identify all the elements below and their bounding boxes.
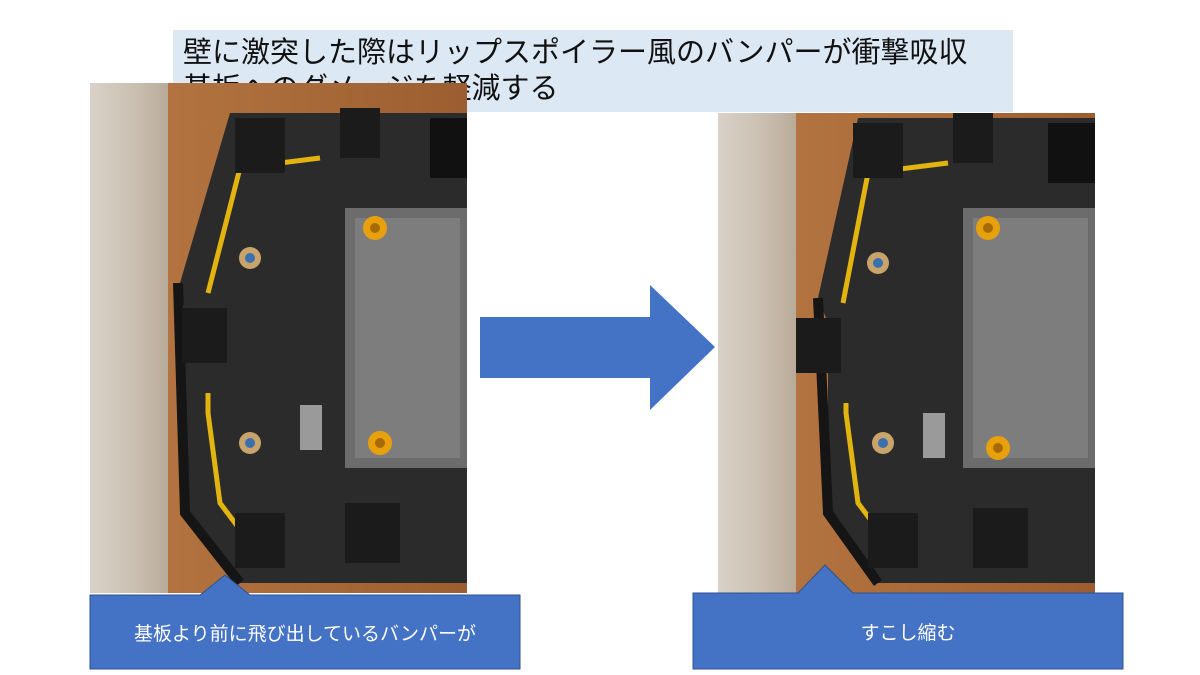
photo-before (90, 83, 467, 593)
callout-before: 基板より前に飛び出しているバンパーが (89, 574, 521, 670)
callout-after: すこし縮む (692, 564, 1124, 670)
photo-after (718, 113, 1095, 593)
callout-before-text: 基板より前に飛び出しているバンパーが (133, 622, 476, 645)
right-arrow-icon (480, 285, 715, 410)
title-line-1: 壁に激突した際はリップスポイラー風のバンパーが衝撃吸収 (183, 35, 968, 69)
callout-after-text: すこし縮む (860, 621, 956, 644)
